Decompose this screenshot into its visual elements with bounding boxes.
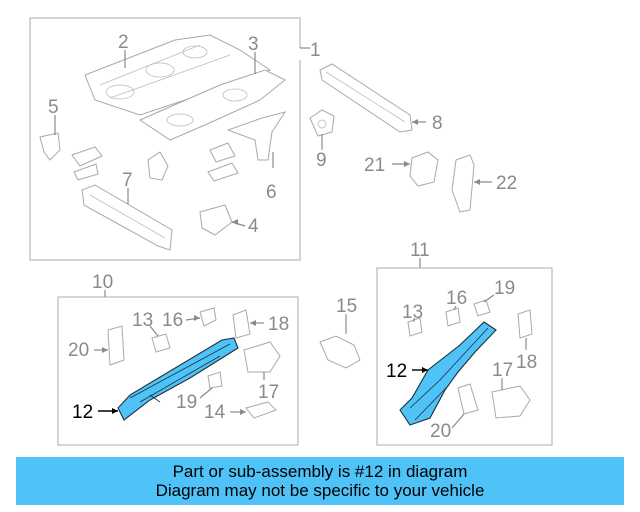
group-box-10 — [57, 296, 299, 446]
group-box-1 — [29, 17, 301, 261]
banner-line-2: Diagram may not be specific to your vehi… — [155, 481, 485, 500]
callout-12-right: 12 — [386, 361, 407, 382]
callouts: 1 2 3 4 5 6 7 8 9 10 11 12 12 13 13 14 1… — [48, 32, 537, 442]
callout-21: 21 — [364, 155, 385, 176]
callout-18-left: 18 — [268, 314, 289, 335]
callout-18-right: 18 — [516, 352, 537, 373]
bracket-19-left — [207, 371, 223, 389]
callout-17-right: 17 — [492, 360, 513, 381]
callout-6: 6 — [266, 182, 277, 203]
callout-2: 2 — [118, 32, 129, 53]
floor-pan-rear — [138, 69, 286, 141]
sill-7 — [81, 184, 173, 251]
banner-line-1: Part or sub-assembly is #12 in diagram — [172, 462, 468, 481]
bracket-15 — [319, 335, 361, 369]
parts-diagram: 1 2 3 4 5 6 7 8 9 10 11 12 12 13 13 14 1… — [29, 17, 553, 446]
callout-14: 14 — [204, 402, 226, 423]
bracket-14 — [245, 401, 277, 419]
bracket-16-right — [445, 307, 461, 327]
brace-22 — [451, 154, 475, 213]
callout-16-right: 16 — [446, 288, 467, 309]
callout-13-right: 13 — [402, 302, 423, 323]
bracket-20-left — [107, 325, 125, 366]
rail-12-left — [117, 337, 239, 421]
callout-1: 1 — [310, 40, 321, 61]
bracket-21 — [409, 151, 439, 187]
bracket-18-right — [517, 309, 533, 339]
mount-9 — [309, 109, 335, 137]
callout-22: 22 — [496, 173, 517, 194]
crossmember-6 — [226, 111, 287, 161]
callout-12-left: 12 — [72, 402, 93, 423]
callout-17-left: 17 — [258, 382, 279, 403]
callout-7: 7 — [122, 170, 133, 191]
callout-20-right: 20 — [430, 421, 451, 442]
bracket-5 — [39, 132, 61, 161]
bracket-19-right — [473, 299, 491, 317]
rail-12-right — [399, 321, 497, 426]
callout-20-left: 20 — [68, 340, 89, 361]
bracket-16-left — [199, 307, 217, 327]
callout-19-left: 19 — [176, 392, 197, 413]
bracket-17-left — [243, 341, 281, 373]
rail-8 — [319, 63, 413, 133]
small-brackets — [71, 142, 239, 182]
callout-11: 11 — [410, 240, 430, 261]
arrowheads — [102, 119, 480, 415]
bracket-20-right — [457, 383, 479, 415]
bracket-13-right — [407, 317, 423, 337]
callout-15: 15 — [336, 296, 357, 317]
floor-pan-front — [84, 34, 272, 116]
callout-5: 5 — [48, 97, 59, 118]
callout-9: 9 — [316, 150, 327, 171]
bracket-4 — [199, 204, 233, 236]
callout-19-right: 19 — [494, 278, 515, 299]
callout-16-left: 16 — [162, 310, 183, 331]
bracket-18-left — [232, 309, 251, 339]
callout-3: 3 — [248, 34, 259, 55]
bracket-17-right — [491, 385, 531, 419]
callout-10: 10 — [92, 272, 113, 293]
group-box-11 — [376, 267, 553, 446]
callout-8: 8 — [432, 113, 443, 134]
callout-4: 4 — [248, 216, 259, 237]
info-banner: Part or sub-assembly is #12 in diagram D… — [16, 457, 624, 505]
bracket-13-left — [151, 333, 171, 353]
callout-13-left: 13 — [132, 310, 153, 331]
